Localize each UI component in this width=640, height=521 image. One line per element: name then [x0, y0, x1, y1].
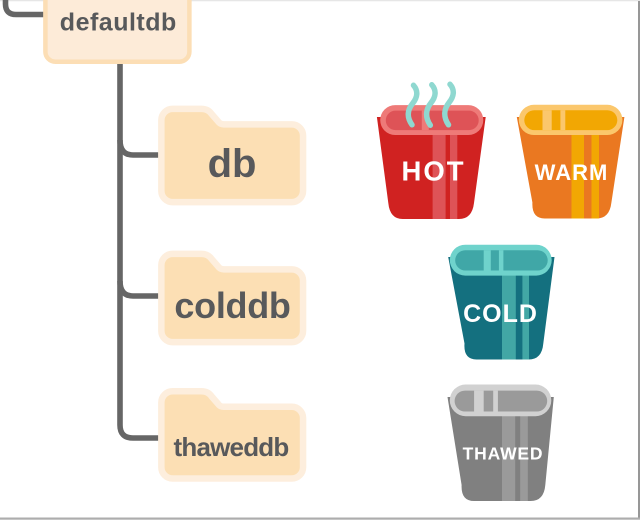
svg-text:HOT: HOT: [401, 156, 465, 187]
svg-text:defaultdb: defaultdb: [60, 9, 177, 37]
svg-text:db: db: [208, 142, 257, 186]
svg-text:THAWED: THAWED: [463, 444, 544, 464]
svg-text:COLD: COLD: [463, 300, 538, 328]
svg-text:colddb: colddb: [174, 285, 290, 326]
svg-text:WARM: WARM: [535, 160, 609, 185]
svg-text:thaweddb: thaweddb: [174, 432, 289, 462]
